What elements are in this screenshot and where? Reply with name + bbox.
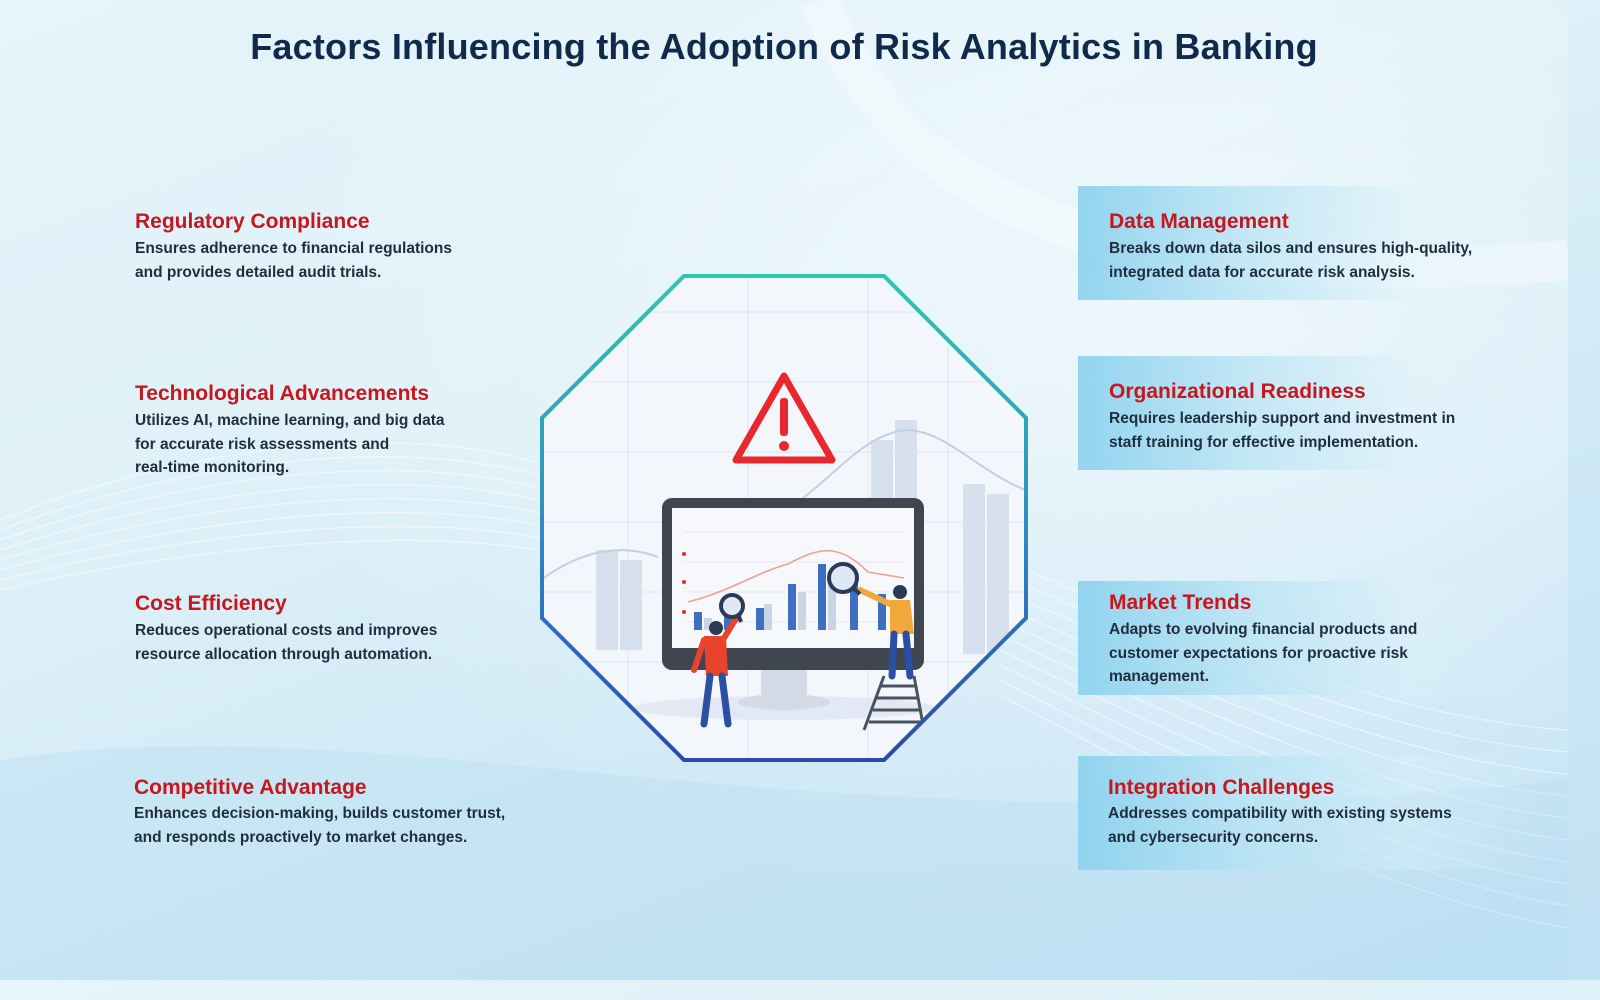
- factor-description-line: Requires leadership support and investme…: [1109, 410, 1456, 427]
- factor-title: Technological Advancements: [135, 382, 430, 405]
- factor-card-organizational-readiness: Organizational Readiness Requires leader…: [1078, 356, 1548, 470]
- factor-description-line: management.: [1109, 668, 1209, 685]
- factor-description-line: Reduces operational costs and improves: [135, 622, 438, 639]
- magnifier-icon: [719, 593, 745, 623]
- ladder-icon: [862, 675, 926, 731]
- factor-description-line: real-time monitoring.: [135, 459, 290, 476]
- factor-title: Cost Efficiency: [135, 592, 287, 615]
- factor-card-market-trends: Market Trends Adapts to evolving financi…: [1078, 581, 1548, 695]
- factor-description-line: and cybersecurity concerns.: [1108, 828, 1319, 846]
- octagon-frame: [540, 274, 1028, 762]
- factor-description: Enhances decision-making, builds custome…: [134, 802, 574, 849]
- person-icon: [857, 585, 914, 680]
- factor-description: Reduces operational costs and improves r…: [135, 619, 555, 666]
- factor-description-line: Enhances decision-making, builds custome…: [134, 805, 506, 822]
- factor-description-line: and responds proactively to market chang…: [134, 828, 468, 846]
- factor-description-line: staff training for effective implementat…: [1109, 433, 1419, 451]
- factor-description: Breaks down data silos and ensures high-…: [1109, 237, 1539, 284]
- factor-title: Market Trends: [1109, 591, 1252, 614]
- factor-card-data-management: Data Management Breaks down data silos a…: [1078, 186, 1548, 300]
- factor-description: Utilizes AI, machine learning, and big d…: [135, 409, 555, 480]
- factor-description-line: Adapts to evolving financial products an…: [1109, 621, 1418, 638]
- person-icon: [691, 609, 743, 728]
- magnifier-icon: [827, 562, 862, 596]
- factor-description-line: resource allocation through automation.: [135, 645, 433, 663]
- factor-title: Integration Challenges: [1108, 776, 1335, 799]
- factor-description-line: customer expectations for proactive risk: [1109, 644, 1408, 662]
- factor-description-line: Ensures adherence to financial regulatio…: [135, 240, 452, 257]
- factor-title: Competitive Advantage: [134, 776, 367, 799]
- factor-description: Adapts to evolving financial products an…: [1109, 618, 1519, 689]
- factor-card-integration-challenges: Integration Challenges Addresses compati…: [1078, 756, 1548, 870]
- factor-description: Requires leadership support and investme…: [1109, 407, 1519, 454]
- warning-icon: [732, 372, 836, 464]
- factor-description-line: integrated data for accurate risk analys…: [1109, 263, 1415, 281]
- page-title: Factors Influencing the Adoption of Risk…: [250, 26, 1318, 67]
- factor-description-line: Breaks down data silos and ensures high-…: [1109, 240, 1473, 257]
- factor-description-line: for accurate risk assessments and: [135, 435, 390, 453]
- factor-description-line: and provides detailed audit trials.: [135, 263, 382, 281]
- factor-title: Regulatory Compliance: [135, 210, 370, 233]
- factor-title: Data Management: [1109, 210, 1289, 233]
- factor-description-line: Utilizes AI, machine learning, and big d…: [135, 412, 445, 429]
- factor-description: Ensures adherence to financial regulatio…: [135, 237, 555, 284]
- factor-title: Organizational Readiness: [1109, 380, 1366, 403]
- factor-description-line: Addresses compatibility with existing sy…: [1108, 805, 1452, 822]
- factor-description: Addresses compatibility with existing sy…: [1108, 802, 1518, 849]
- center-illustration: [538, 272, 1030, 764]
